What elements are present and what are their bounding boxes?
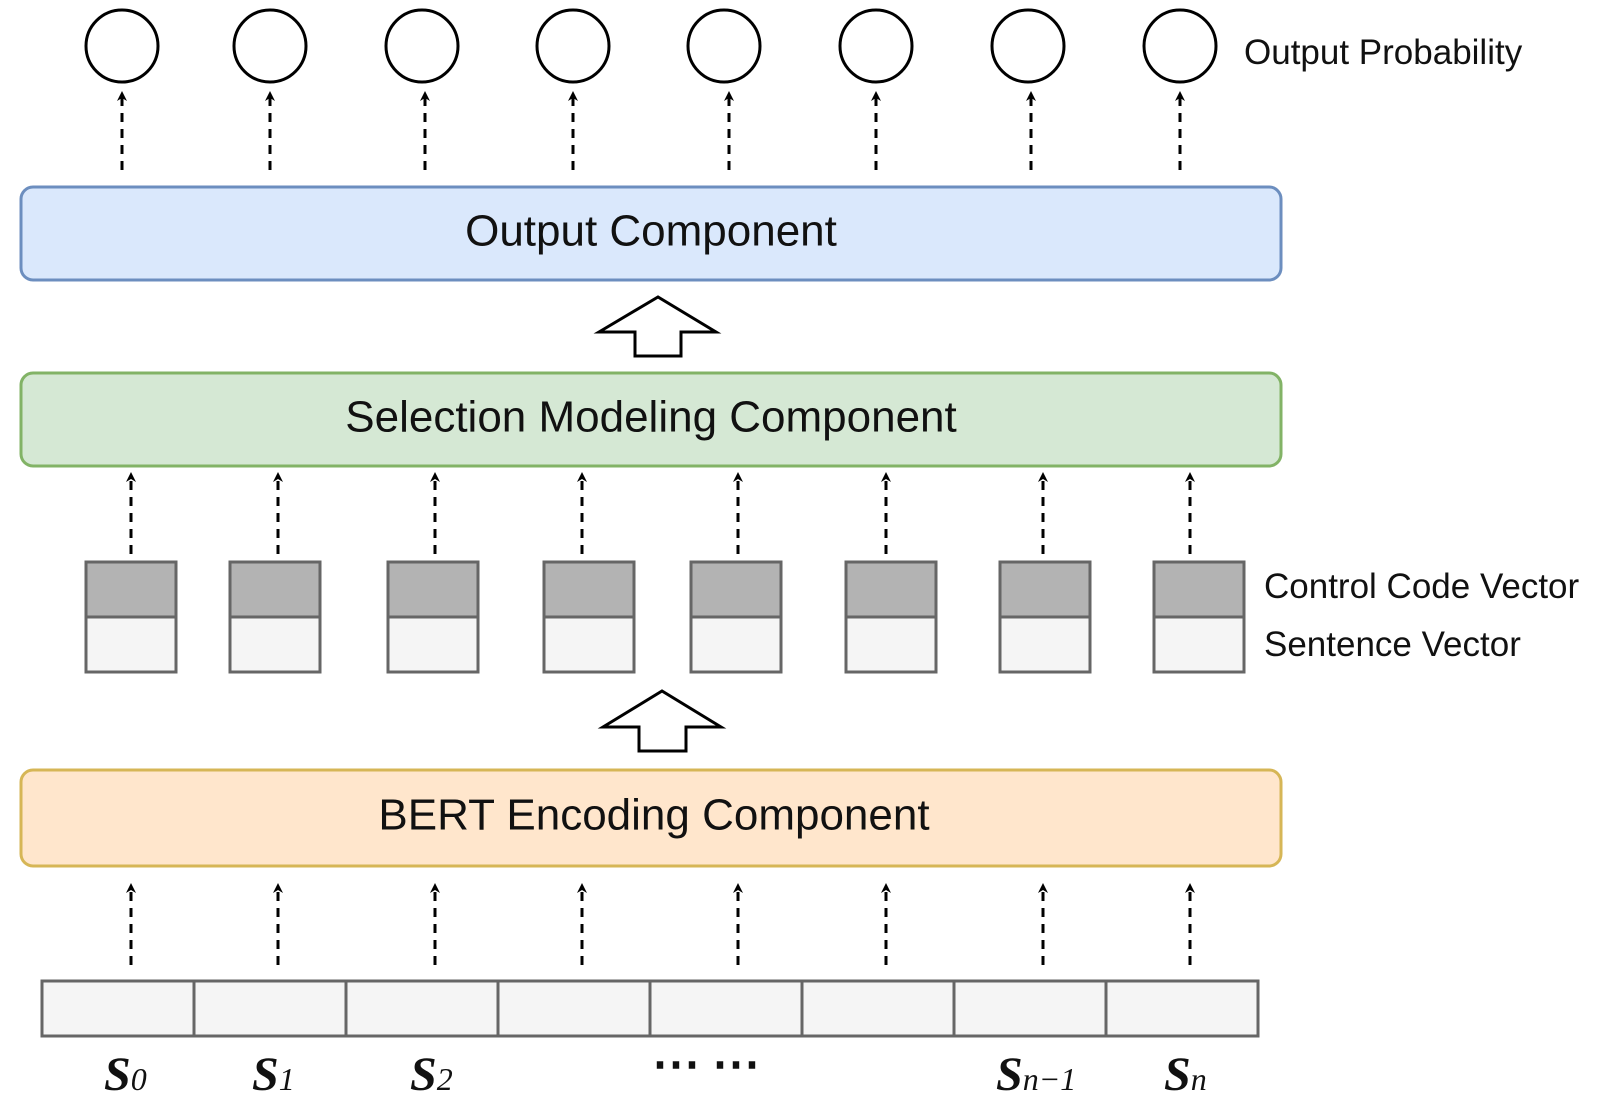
vector-stack — [542, 560, 636, 674]
sentence-vector-label: Sentence Vector — [1264, 625, 1521, 664]
input-sequence — [40, 979, 1260, 1038]
vector-stack — [844, 560, 938, 674]
control-code-cell — [689, 560, 783, 619]
sentence-cell — [542, 615, 636, 674]
control-code-cell — [1152, 560, 1246, 619]
sequence-label-sn-minus-1: Sn−1 — [996, 1048, 1076, 1098]
sentence-cell — [228, 615, 322, 674]
sequence-label-s1: S1 — [252, 1048, 295, 1098]
output-node — [535, 8, 611, 84]
bert-encoding-component-box — [19, 768, 1283, 868]
vector-stack — [998, 560, 1092, 674]
output-node — [84, 8, 160, 84]
input-cell — [344, 979, 500, 1038]
selection-modeling-component-box — [19, 371, 1283, 468]
output-node — [384, 8, 460, 84]
block-arrow-up — [593, 295, 722, 358]
block-arrow-up — [597, 689, 727, 753]
control-code-cell — [84, 560, 178, 619]
sequence-label-sn: Sn — [1164, 1048, 1207, 1098]
vector-stack — [228, 560, 322, 674]
control-code-cell — [998, 560, 1092, 619]
output-node — [1142, 8, 1218, 84]
input-cell — [40, 979, 196, 1038]
input-cell — [648, 979, 804, 1038]
vector-arrows — [126, 472, 1195, 554]
input-cell — [952, 979, 1108, 1038]
control-code-cell — [844, 560, 938, 619]
vector-stack — [84, 560, 178, 674]
sentence-cell — [1152, 615, 1246, 674]
output-component-label: Output Component — [465, 207, 837, 256]
output-probability-label: Output Probability — [1244, 33, 1523, 72]
bert-encoding-component-label: BERT Encoding Component — [378, 791, 929, 840]
sentence-cell — [689, 615, 783, 674]
output-component-box — [19, 185, 1283, 282]
output-node — [838, 8, 914, 84]
output-probability-nodes — [84, 8, 1218, 84]
vector-stack — [386, 560, 480, 674]
sentence-cell — [84, 615, 178, 674]
control-code-cell — [542, 560, 636, 619]
control-code-cell — [386, 560, 480, 619]
output-arrows — [117, 91, 1185, 170]
sentence-cell — [844, 615, 938, 674]
input-cell — [496, 979, 652, 1038]
selection-modeling-component-label: Selection Modeling Component — [345, 393, 957, 442]
vector-stack — [1152, 560, 1246, 674]
output-node — [990, 8, 1066, 84]
input-cell — [1104, 979, 1260, 1038]
vector-stack — [689, 560, 783, 674]
output-node — [232, 8, 308, 84]
sentence-cell — [386, 615, 480, 674]
sentence-vectors — [84, 560, 1246, 674]
control-code-vector-label: Control Code Vector — [1264, 567, 1580, 606]
input-cell — [800, 979, 956, 1038]
control-code-cell — [228, 560, 322, 619]
input-cell — [192, 979, 348, 1038]
sequence-ellipsis: ⋯ ⋯ — [652, 1038, 760, 1091]
sequence-label-s2: S2 — [410, 1048, 453, 1098]
sentence-cell — [998, 615, 1092, 674]
input-arrows — [126, 883, 1195, 965]
output-node — [686, 8, 762, 84]
sequence-label-s0: S0 — [104, 1048, 147, 1098]
